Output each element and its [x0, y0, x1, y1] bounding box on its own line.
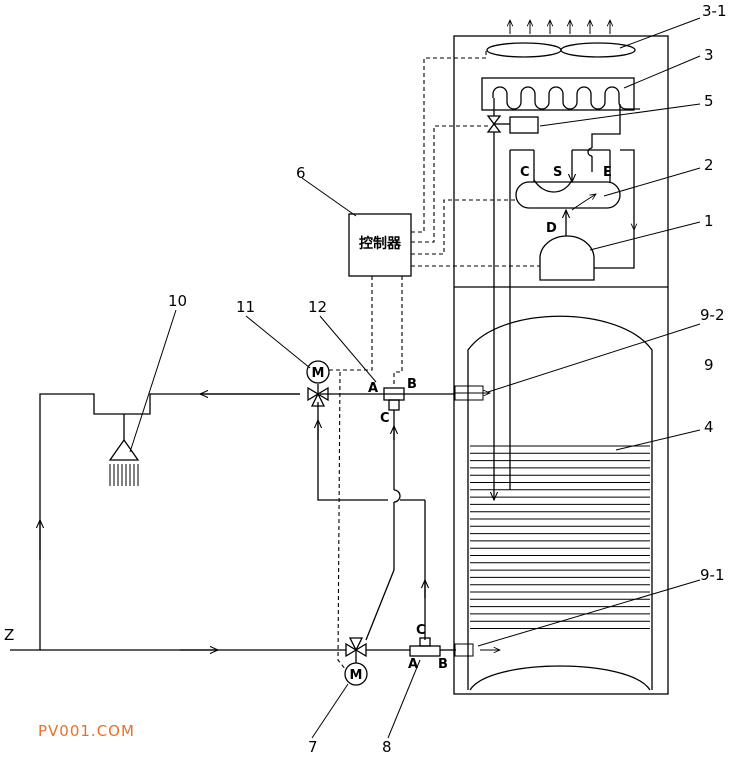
- num-9-2: 9-2: [700, 306, 725, 324]
- num-9-1: 9-1: [700, 566, 725, 584]
- exhaust-arrows: [510, 20, 610, 34]
- port-ev-e: E: [603, 165, 612, 180]
- expansion-valve: [486, 98, 539, 500]
- three-way-valve-11: [306, 360, 330, 407]
- motor-7-label: M: [350, 668, 363, 683]
- three-way-valve-7: [344, 637, 368, 686]
- num-5: 5: [704, 92, 714, 110]
- port-ev-c: C: [520, 165, 530, 180]
- water-piping: [10, 394, 456, 650]
- motor-11-icon: [306, 360, 330, 384]
- port-12-c: C: [380, 411, 390, 426]
- cabinet-outline: [453, 35, 669, 695]
- watermark: PV001.COM: [38, 722, 135, 740]
- controller-box: [348, 213, 412, 277]
- control-lines: [328, 50, 540, 671]
- num-1: 1: [704, 212, 714, 230]
- port-12-b: B: [407, 377, 417, 392]
- num-9: 9: [704, 356, 714, 374]
- port-8-a: A: [408, 657, 418, 672]
- tank-inlet-9-1: [454, 643, 500, 657]
- num-10: 10: [168, 292, 187, 310]
- condenser-coil: [470, 445, 650, 629]
- leader-lines: [129, 17, 701, 739]
- shower-head: [108, 438, 140, 486]
- evaporator: [481, 77, 640, 111]
- mixing-valve-8: [409, 637, 441, 657]
- port-ev-s: S: [553, 165, 562, 180]
- port-8-b: B: [438, 657, 448, 672]
- four-way-valve: [509, 149, 621, 490]
- num-8: 8: [382, 738, 392, 756]
- port-ev-d: D: [546, 221, 557, 236]
- num-12: 12: [308, 298, 327, 316]
- motor-7-icon: [344, 662, 368, 686]
- controller-label: 控制器: [359, 235, 402, 252]
- num-3-1: 3-1: [702, 2, 727, 20]
- compressor: [539, 149, 634, 281]
- num-7: 7: [308, 738, 318, 756]
- num-2: 2: [704, 156, 714, 174]
- num-11: 11: [236, 298, 255, 316]
- tank-outlet-9-2: [454, 385, 490, 401]
- z-label: Z: [4, 626, 14, 644]
- num-3: 3: [704, 46, 714, 64]
- num-4: 4: [704, 418, 714, 436]
- motor-11-label: M: [312, 366, 325, 381]
- num-6: 6: [296, 164, 306, 182]
- mixing-valve-12: [383, 387, 405, 411]
- fan: [486, 42, 636, 58]
- port-12-a: A: [368, 381, 378, 396]
- port-8-c: C: [416, 623, 426, 638]
- water-tank: [467, 315, 653, 691]
